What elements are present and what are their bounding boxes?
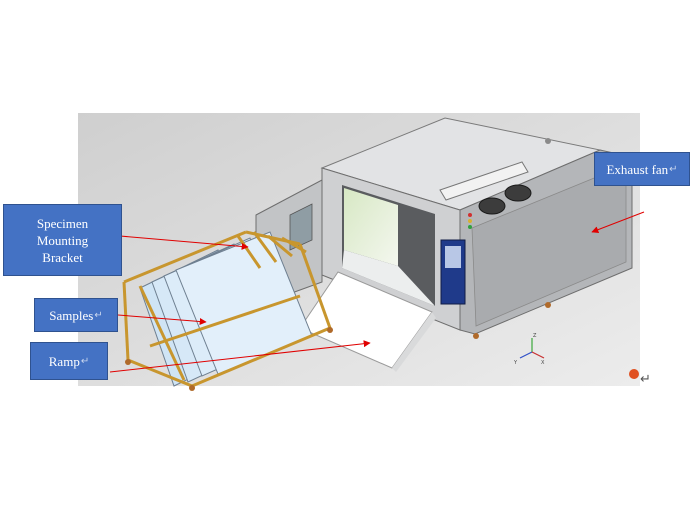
indicator-light-yellow	[468, 219, 472, 223]
callout-specimen-bracket-label: Specimen Mounting Bracket	[36, 215, 89, 265]
callout-samples: Samples↵	[34, 298, 118, 332]
top-port	[545, 138, 551, 144]
paragraph-mark: ↵	[94, 309, 103, 321]
bracket-wheels	[125, 327, 333, 391]
callout-exhaust-fan: Exhaust fan↵	[594, 152, 690, 186]
foot	[473, 333, 479, 339]
side-panel	[471, 164, 627, 327]
top-vent	[439, 161, 529, 201]
callout-specimen-bracket: Specimen Mounting Bracket	[3, 204, 122, 276]
arrow-samples	[117, 314, 207, 325]
door-window	[289, 203, 313, 251]
axis-label-x: X	[541, 360, 545, 366]
chamber-interior	[344, 188, 398, 266]
callout-ramp-label: Ramp	[48, 353, 80, 369]
return-mark: ↵	[640, 372, 651, 387]
paragraph-mark: ↵	[669, 163, 678, 175]
chamber-floor	[342, 250, 435, 306]
arrow-specimen-bracket	[119, 235, 249, 250]
callout-samples-label: Samples	[49, 307, 94, 323]
axis-triad: Z Y X	[513, 333, 545, 366]
exhaust-fan-2	[504, 184, 532, 202]
indicator-light-red	[468, 213, 472, 217]
axis-label-y: Y	[513, 360, 518, 366]
foot	[545, 302, 551, 308]
mounting-bracket-frame	[122, 230, 332, 388]
callout-ramp: Ramp↵	[30, 342, 108, 380]
paragraph-mark: ↵	[80, 355, 90, 367]
control-screen	[445, 246, 461, 268]
axis-label-up: Z	[533, 333, 537, 339]
exhaust-fan-1	[478, 197, 506, 215]
logo-mark	[629, 369, 639, 379]
arrow-ramp	[109, 340, 371, 373]
ramp-edge	[392, 312, 436, 372]
arrow-exhaust-fan	[591, 211, 645, 234]
callout-exhaust-fan-label: Exhaust fan	[606, 161, 669, 177]
indicator-light-green	[468, 225, 472, 229]
